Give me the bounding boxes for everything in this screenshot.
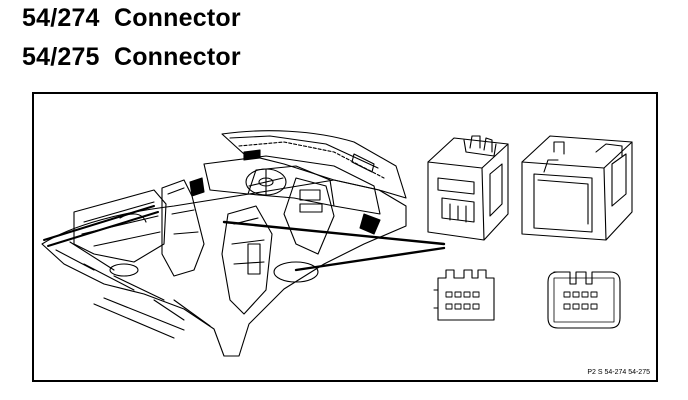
leader-line-54-275	[294, 246, 446, 272]
diagram-frame: P2 S 54-274 54-275	[32, 92, 658, 382]
title-connector-54-274: 54/274 Connector	[22, 4, 241, 32]
figure-reference-caption: P2 S 54-274 54-275	[587, 369, 650, 376]
leader-line-54-274	[222, 220, 446, 246]
connector-54-274-pin-view	[433, 269, 495, 321]
connector-54-274-housing	[427, 135, 509, 241]
leader-lines	[222, 220, 446, 272]
connector-location-drawing	[41, 130, 633, 357]
connector-54-275-pin-view	[547, 271, 621, 329]
title-connector-54-275: 54/275 Connector	[22, 43, 241, 71]
vehicle-interior-illustration	[41, 130, 407, 357]
connector-54-275-housing	[521, 135, 633, 241]
